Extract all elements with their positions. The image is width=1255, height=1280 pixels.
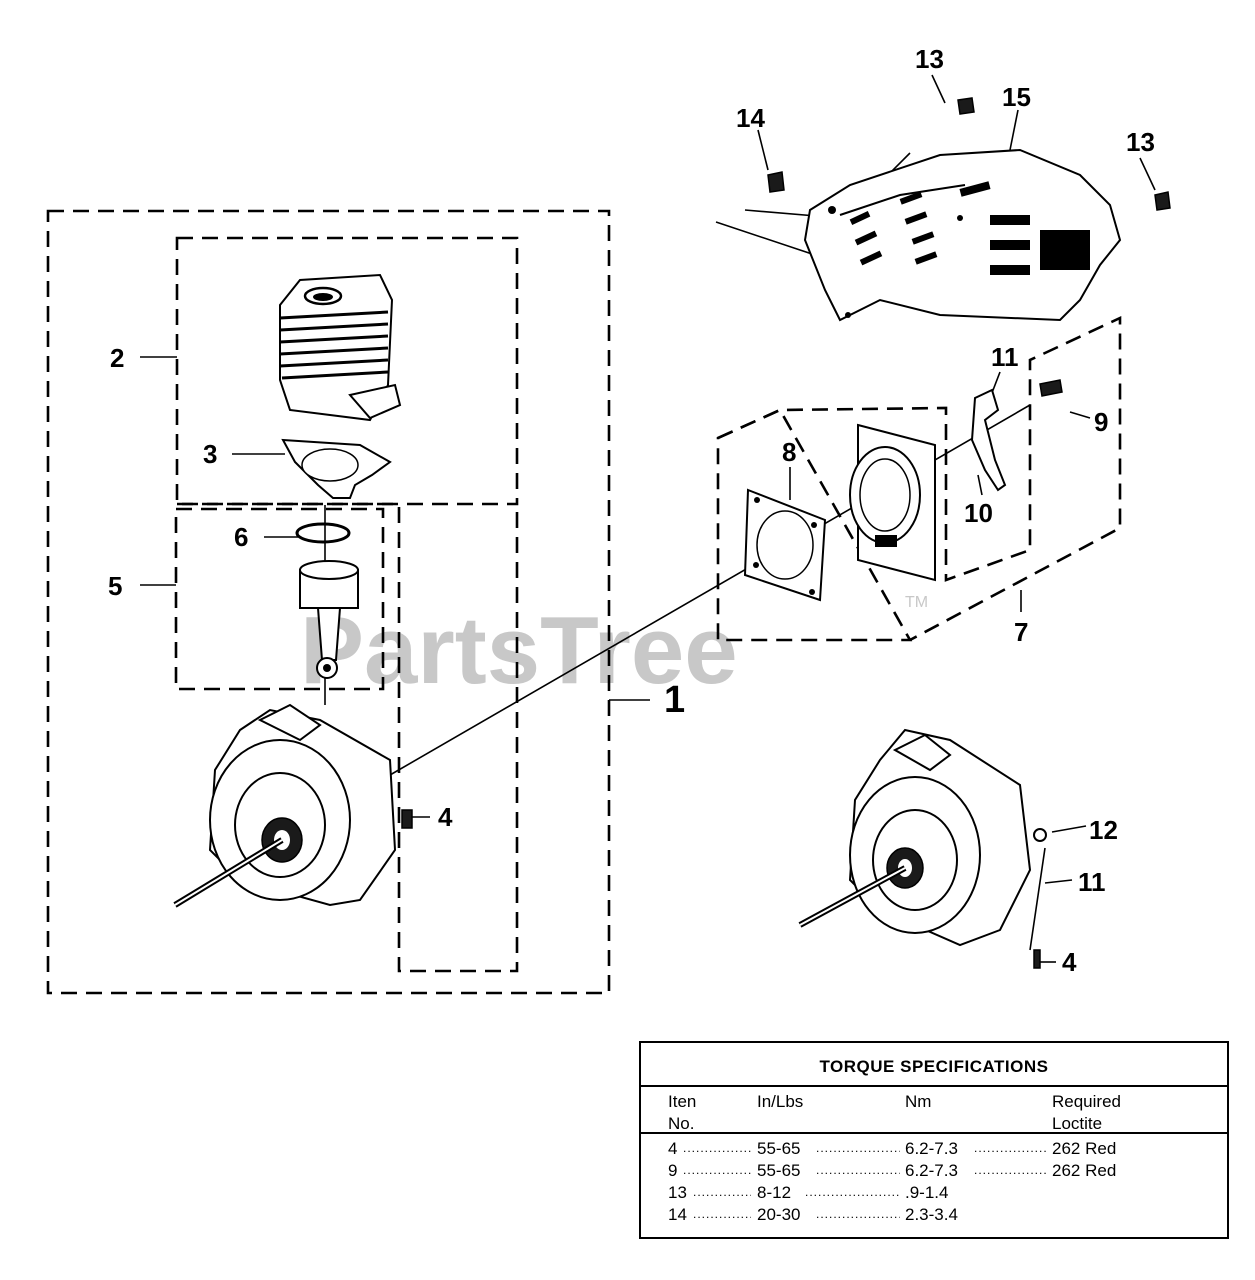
callout-4-right: 4 [1062,947,1077,977]
callout-3: 3 [203,439,217,469]
header-inlbs: In/Lbs [757,1092,804,1111]
row-item: 13 [668,1183,687,1202]
row-nm: 6.2-7.3 [905,1161,958,1180]
engine-cover-part [803,148,1122,322]
callout-13-top: 13 [915,44,944,74]
torque-specifications-table: TORQUE SPECIFICATIONS Iten No. In/Lbs Nm… [639,1041,1229,1239]
row-loctite: 262 Red [1052,1161,1117,1180]
row-loctite: 262 Red [1052,1139,1117,1158]
callout-10: 10 [964,498,993,528]
crankcase-box [177,502,519,973]
callout-6: 6 [234,522,248,552]
header-item: Iten [668,1092,697,1111]
piston-part [299,560,359,679]
row-inlbs: 8-12 [757,1183,792,1202]
header-item-no: No. [668,1114,695,1133]
header-loctite: Required [1052,1092,1121,1111]
cylinder-kit-box [175,236,519,506]
row-inlbs: 20-30 [757,1205,801,1224]
watermark-text: PartsTree [300,597,738,704]
piston-kit-box [174,507,385,691]
row-nm: 2.3-3.4 [905,1205,958,1224]
callout-15: 15 [1002,82,1031,112]
callout-13-right: 13 [1126,127,1155,157]
muffler-gasket-part [743,488,827,602]
watermark-tm: TM [905,594,928,611]
table-divider [641,1085,1227,1087]
callout-11-bottom: 11 [1078,867,1106,897]
piston-ring-part [295,522,351,544]
table-divider [641,1132,1227,1134]
crankcase-part [173,703,397,908]
screw-4-part [401,809,413,829]
callout-11-top: 11 [991,342,1019,372]
torque-table-title: TORQUE SPECIFICATIONS [819,1057,1049,1076]
assembly-1-box [46,209,611,995]
row-nm: .9-1.4 [905,1183,949,1202]
exhaust-deflector-part [970,379,1063,492]
callout-9: 9 [1094,407,1108,437]
cylinder-part [279,273,402,422]
cover-screws [767,97,1171,211]
row-item: 9 [668,1161,678,1180]
row-inlbs: 55-65 [757,1139,801,1158]
callout-12: 12 [1089,815,1118,845]
callout-5: 5 [108,571,122,601]
header-nm: Nm [905,1092,932,1111]
header-loctite-2: Loctite [1052,1114,1103,1133]
muffler-part [849,423,936,582]
row-nm: 6.2-7.3 [905,1139,958,1158]
callout-8: 8 [782,437,796,467]
callout-14: 14 [736,103,765,133]
row-item: 14 [668,1205,687,1224]
row-item: 4 [668,1139,678,1158]
callout-7: 7 [1014,617,1028,647]
callout-2: 2 [110,343,124,373]
row-inlbs: 55-65 [757,1161,801,1180]
crankcase-alt-part [798,728,1047,969]
callout-4-left: 4 [438,802,453,832]
callout-1: 1 [664,679,685,721]
